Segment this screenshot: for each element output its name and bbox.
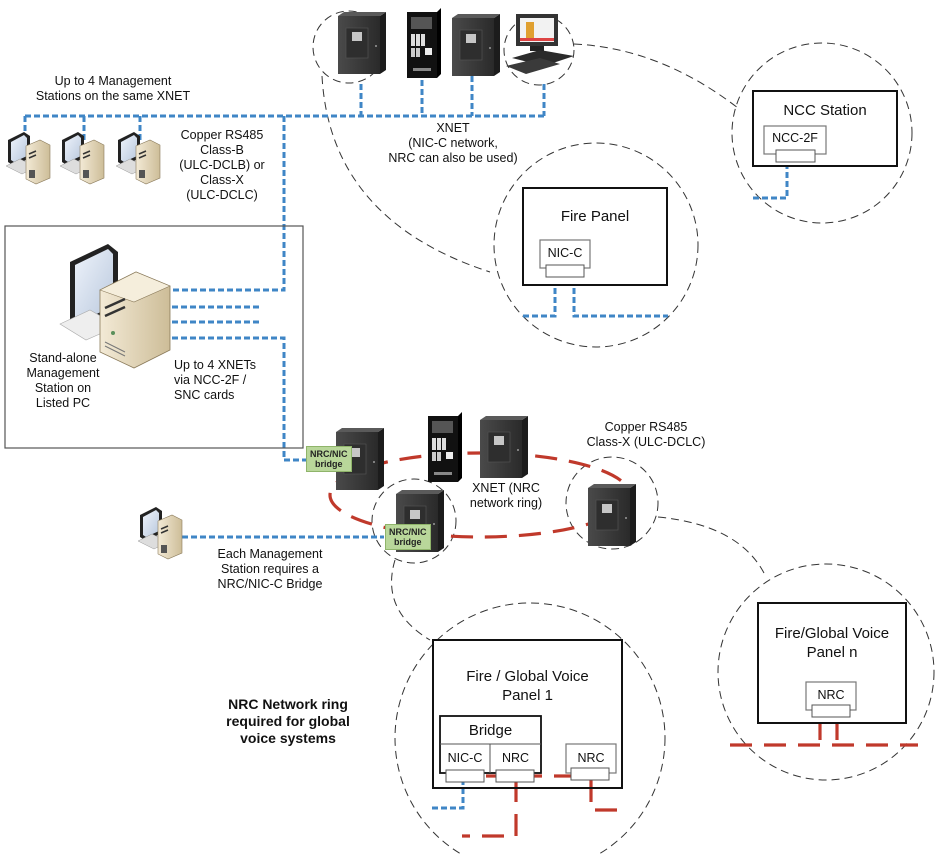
label-line: Up to 4 XNETs bbox=[174, 358, 256, 372]
voice-panel-1-title: Fire / Global Voice Panel 1 bbox=[433, 667, 622, 705]
label-line: NRC/NIC-C Bridge bbox=[217, 577, 323, 591]
voice-panel-n-box bbox=[757, 602, 907, 724]
desktop-pc-icon bbox=[59, 131, 105, 185]
callout-circle-voice-panel-1 bbox=[394, 602, 666, 854]
tower-pc-icon bbox=[59, 244, 171, 369]
ncc-station-box bbox=[752, 90, 898, 167]
label-line: bridge bbox=[314, 459, 343, 469]
callout-circle-fire-panel bbox=[493, 142, 699, 348]
callout-circle-bridge-panel bbox=[371, 478, 457, 564]
ncc-workstation-icon bbox=[506, 14, 574, 74]
label-line: SNC cards bbox=[174, 388, 235, 402]
desktop-pc-icon bbox=[115, 131, 161, 185]
label-line: Station on bbox=[34, 381, 92, 395]
ncc-station-title: NCC Station bbox=[783, 102, 867, 119]
label-mgmt-stations-same-xnet: Up to 4 Management Stations on the same … bbox=[28, 74, 198, 104]
callout-circle-ncc-station bbox=[731, 42, 913, 224]
label-line: (ULC-DCLB) or bbox=[179, 158, 265, 172]
xnet-drops-top bbox=[359, 76, 546, 116]
callout-link-panel-to-fire-panel bbox=[321, 75, 491, 273]
standalone-station-frame bbox=[4, 225, 304, 449]
label-line: (ULC-DCLC) bbox=[186, 188, 258, 202]
label-nrc-ring-required: NRC Network ring required for global voi… bbox=[208, 696, 368, 747]
link-nicc-fire-panel bbox=[520, 279, 668, 318]
label-line: XNET (NRC bbox=[472, 481, 540, 495]
ring-link-nrc1 bbox=[462, 780, 518, 838]
label-copper-class-x: Copper RS485 Class-X (ULC-DCLC) bbox=[576, 420, 716, 450]
copper-rs485-links bbox=[23, 76, 789, 810]
link-ncc2f bbox=[752, 163, 789, 200]
callout-circle-ring-panel bbox=[565, 456, 659, 550]
link-server-xnet-1 bbox=[172, 116, 286, 292]
nrc-card-label: NRC bbox=[817, 688, 845, 702]
label-up-to-4-xnets: Up to 4 XNETs via NCC-2F / SNC cards bbox=[174, 358, 256, 403]
callout-circle-ncc-workstation bbox=[503, 14, 575, 86]
bridge-title: Bridge bbox=[468, 722, 513, 739]
label-line: NRC Network ring bbox=[228, 696, 348, 712]
fire-alarm-panel-icon bbox=[428, 412, 462, 482]
label-line: network ring) bbox=[469, 496, 543, 510]
ring-link-nrc2 bbox=[589, 780, 618, 812]
nrc-nic-bridge-tag: NRC/NIC bridge bbox=[385, 524, 431, 550]
label-line: NRC can also be used) bbox=[388, 151, 518, 165]
fire-alarm-panel-icon bbox=[337, 11, 387, 75]
callout-link-bridge-to-voice-1 bbox=[391, 559, 431, 641]
fire-alarm-panel-icon bbox=[479, 415, 529, 479]
ncc-2f-card-label: NCC-2F bbox=[772, 131, 818, 145]
fire-alarm-panel-icon bbox=[587, 483, 637, 547]
callout-link-workstation-to-ncc bbox=[573, 43, 739, 109]
label-line: Stand-alone bbox=[29, 351, 97, 365]
label-line: Class-X bbox=[200, 173, 244, 187]
label-line: (NIC-C network, bbox=[408, 136, 498, 150]
fire-panel-box bbox=[522, 187, 668, 286]
fire-panel-title: Fire Panel bbox=[560, 208, 630, 225]
label-line: Management bbox=[26, 366, 100, 380]
label-line: Each Management bbox=[217, 547, 323, 561]
label-line: Listed PC bbox=[35, 396, 91, 410]
label-line: Fire/Global Voice bbox=[774, 625, 890, 642]
nrc-card-label: NRC bbox=[577, 751, 605, 765]
label-line: Class-X (ULC-DCLC) bbox=[586, 435, 706, 449]
label-line: Station requires a bbox=[221, 562, 319, 576]
callout-circle-voice-panel-n bbox=[717, 563, 935, 781]
label-line: NRC/NIC bbox=[389, 527, 427, 537]
label-each-station-bridge: Each Management Station requires a NRC/N… bbox=[210, 547, 330, 592]
fire-alarm-panel-icon bbox=[451, 13, 501, 77]
link-server-xnet-4 bbox=[172, 336, 312, 462]
label-line: Panel 1 bbox=[502, 687, 553, 704]
nic-c-card-label: NIC-C bbox=[447, 751, 483, 765]
label-line: required for global bbox=[226, 713, 350, 729]
label-xnet-nicc: XNET (NIC-C network, NRC can also be use… bbox=[378, 121, 528, 166]
label-line: Panel n bbox=[806, 644, 858, 661]
label-copper-class-b: Copper RS485 Class-B (ULC-DCLB) or Class… bbox=[166, 128, 278, 203]
label-line: voice systems bbox=[240, 730, 336, 746]
voice-panel-1-box bbox=[432, 639, 623, 789]
fire-alarm-panel-icon bbox=[407, 8, 441, 78]
label-line: Copper RS485 bbox=[604, 420, 688, 434]
label-line: Up to 4 Management bbox=[54, 74, 172, 88]
label-standalone-station: Stand-alone Management Station on Listed… bbox=[18, 351, 108, 411]
xnet-bus-top bbox=[23, 114, 546, 140]
label-line: Fire / Global Voice bbox=[466, 668, 589, 685]
label-line: Class-B bbox=[200, 143, 244, 157]
voice-panel-n-title: Fire/Global Voice Panel n bbox=[758, 624, 906, 662]
label-line: Copper RS485 bbox=[180, 128, 264, 142]
label-line: XNET bbox=[436, 121, 470, 135]
label-line: via NCC-2F / bbox=[174, 373, 247, 387]
nrc-nic-bridge-tag: NRC/NIC bridge bbox=[306, 446, 352, 472]
callout-link-ring-to-voice-n bbox=[657, 516, 766, 576]
nrc-card-label: NRC bbox=[501, 751, 530, 765]
desktop-pc-icon bbox=[5, 131, 51, 185]
label-xnet-nrc: XNET (NRC network ring) bbox=[466, 481, 546, 511]
label-line: NRC/NIC bbox=[310, 449, 348, 459]
nic-c-card-label: NIC-C bbox=[547, 246, 583, 260]
desktop-pc-icon bbox=[137, 506, 183, 560]
link-nicc-voice-panel-1 bbox=[432, 779, 465, 810]
callout-lines bbox=[312, 10, 935, 854]
label-line: bridge bbox=[393, 537, 422, 547]
label-line: Stations on the same XNET bbox=[35, 89, 191, 103]
